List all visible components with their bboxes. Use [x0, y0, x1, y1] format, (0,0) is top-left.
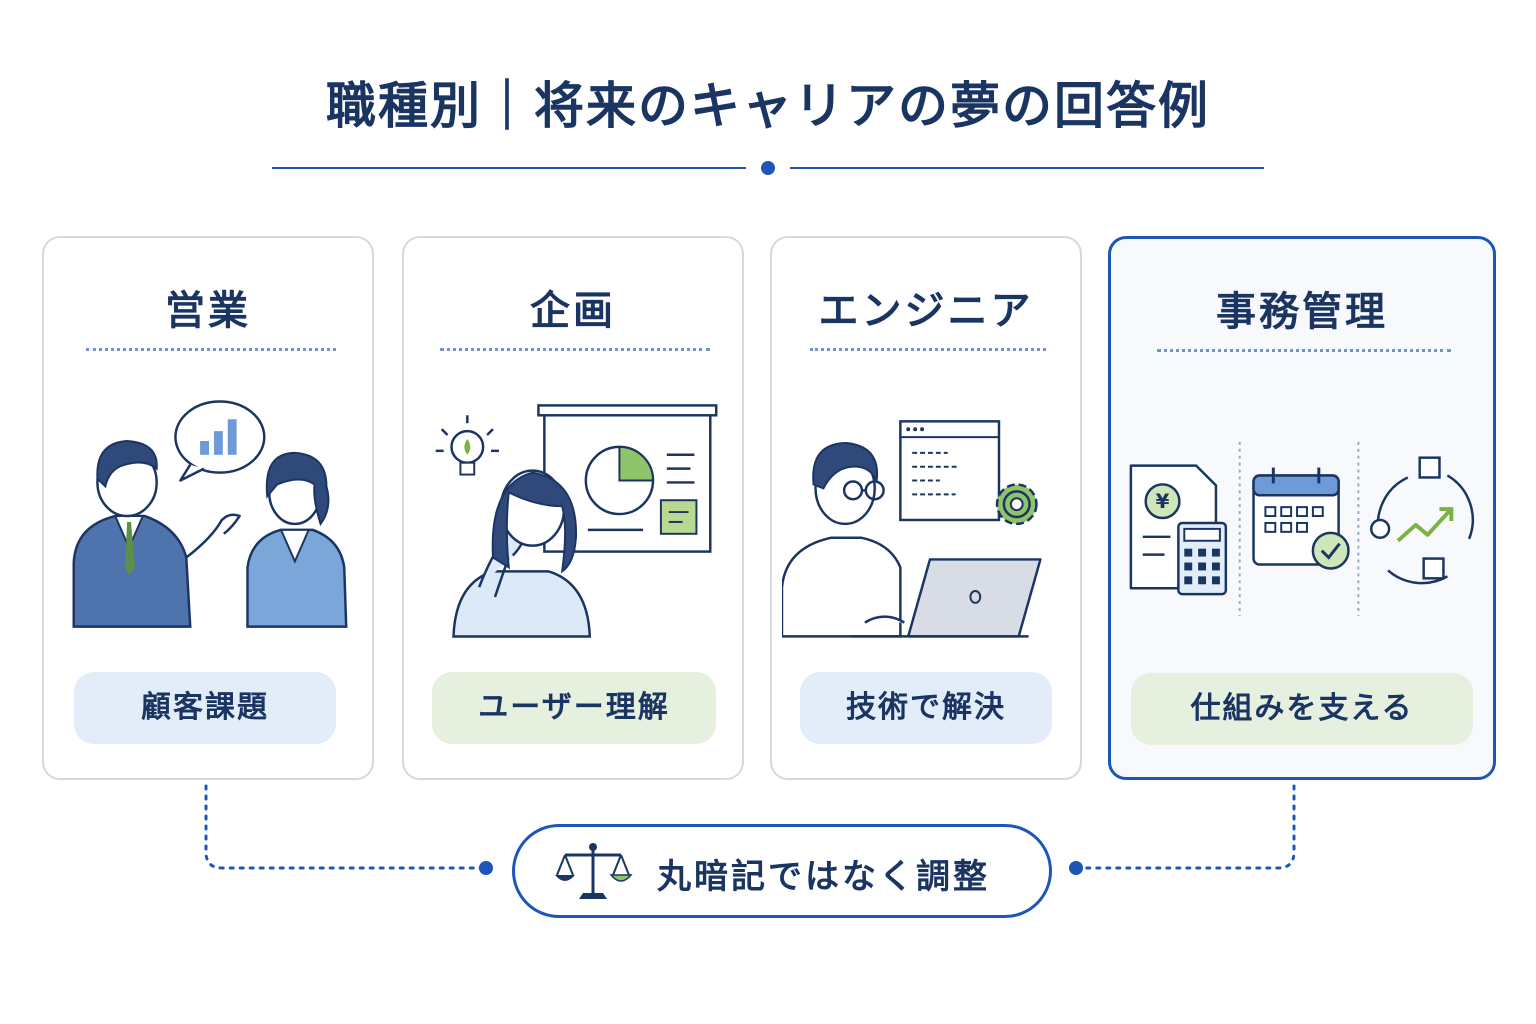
gear-icon: [995, 483, 1038, 526]
card-title-sales: 営業: [165, 288, 251, 334]
thinking-woman-icon: [452, 469, 592, 638]
adjust-not-memorize-badge: 丸暗記ではなく調整: [512, 824, 1052, 918]
label-user-understanding: ユーザー理解: [432, 672, 716, 744]
engineer-illustration: [782, 420, 1042, 638]
label-customer-issue: 顧客課題: [74, 672, 336, 744]
calendar-check-icon: [1252, 467, 1350, 570]
lightbulb-icon: [435, 415, 499, 476]
label-tech-solve: 技術で解決: [800, 672, 1052, 744]
card-title-admin: 事務管理: [1216, 289, 1388, 335]
code-window-icon: [899, 420, 1001, 522]
card-engineer: エンジニア 技術で: [770, 236, 1082, 780]
card-sales: 営業 顧客課題: [42, 236, 374, 780]
card-divider: [86, 348, 336, 351]
sticky-note-icon: [659, 499, 698, 535]
planning-illustration: [435, 404, 718, 638]
label-support-systems: 仕組みを支える: [1131, 673, 1473, 745]
card-divider: [440, 348, 710, 351]
svg-text:¥: ¥: [1156, 490, 1170, 513]
businesswoman-icon: [246, 451, 348, 628]
cycle-growth-icon: [1369, 456, 1474, 585]
card-divider: [810, 348, 1046, 351]
card-title-planning: 企画: [530, 288, 616, 334]
speech-bubble-chart-icon: [174, 400, 266, 482]
engineer-man-icon: [782, 442, 902, 638]
sales-illustration: [72, 400, 348, 628]
title-divider: [272, 161, 1264, 175]
yen-document-calculator-icon: ¥: [1129, 464, 1228, 596]
card-divider: [1157, 349, 1451, 352]
card-admin: 事務管理 ¥: [1108, 236, 1496, 780]
card-title-engineer: エンジニア: [818, 288, 1034, 334]
balance-scale-icon: [555, 843, 633, 899]
businessman-icon: [72, 440, 241, 628]
whiteboard-pie-chart-icon: [537, 404, 718, 553]
page-title: 職種別｜将来のキャリアの夢の回答例: [326, 77, 1210, 135]
bottom-label: 丸暗記ではなく調整: [657, 857, 990, 897]
card-planning: 企画: [402, 236, 744, 780]
laptop-icon: [851, 558, 1042, 638]
admin-illustration: ¥: [1129, 441, 1474, 616]
